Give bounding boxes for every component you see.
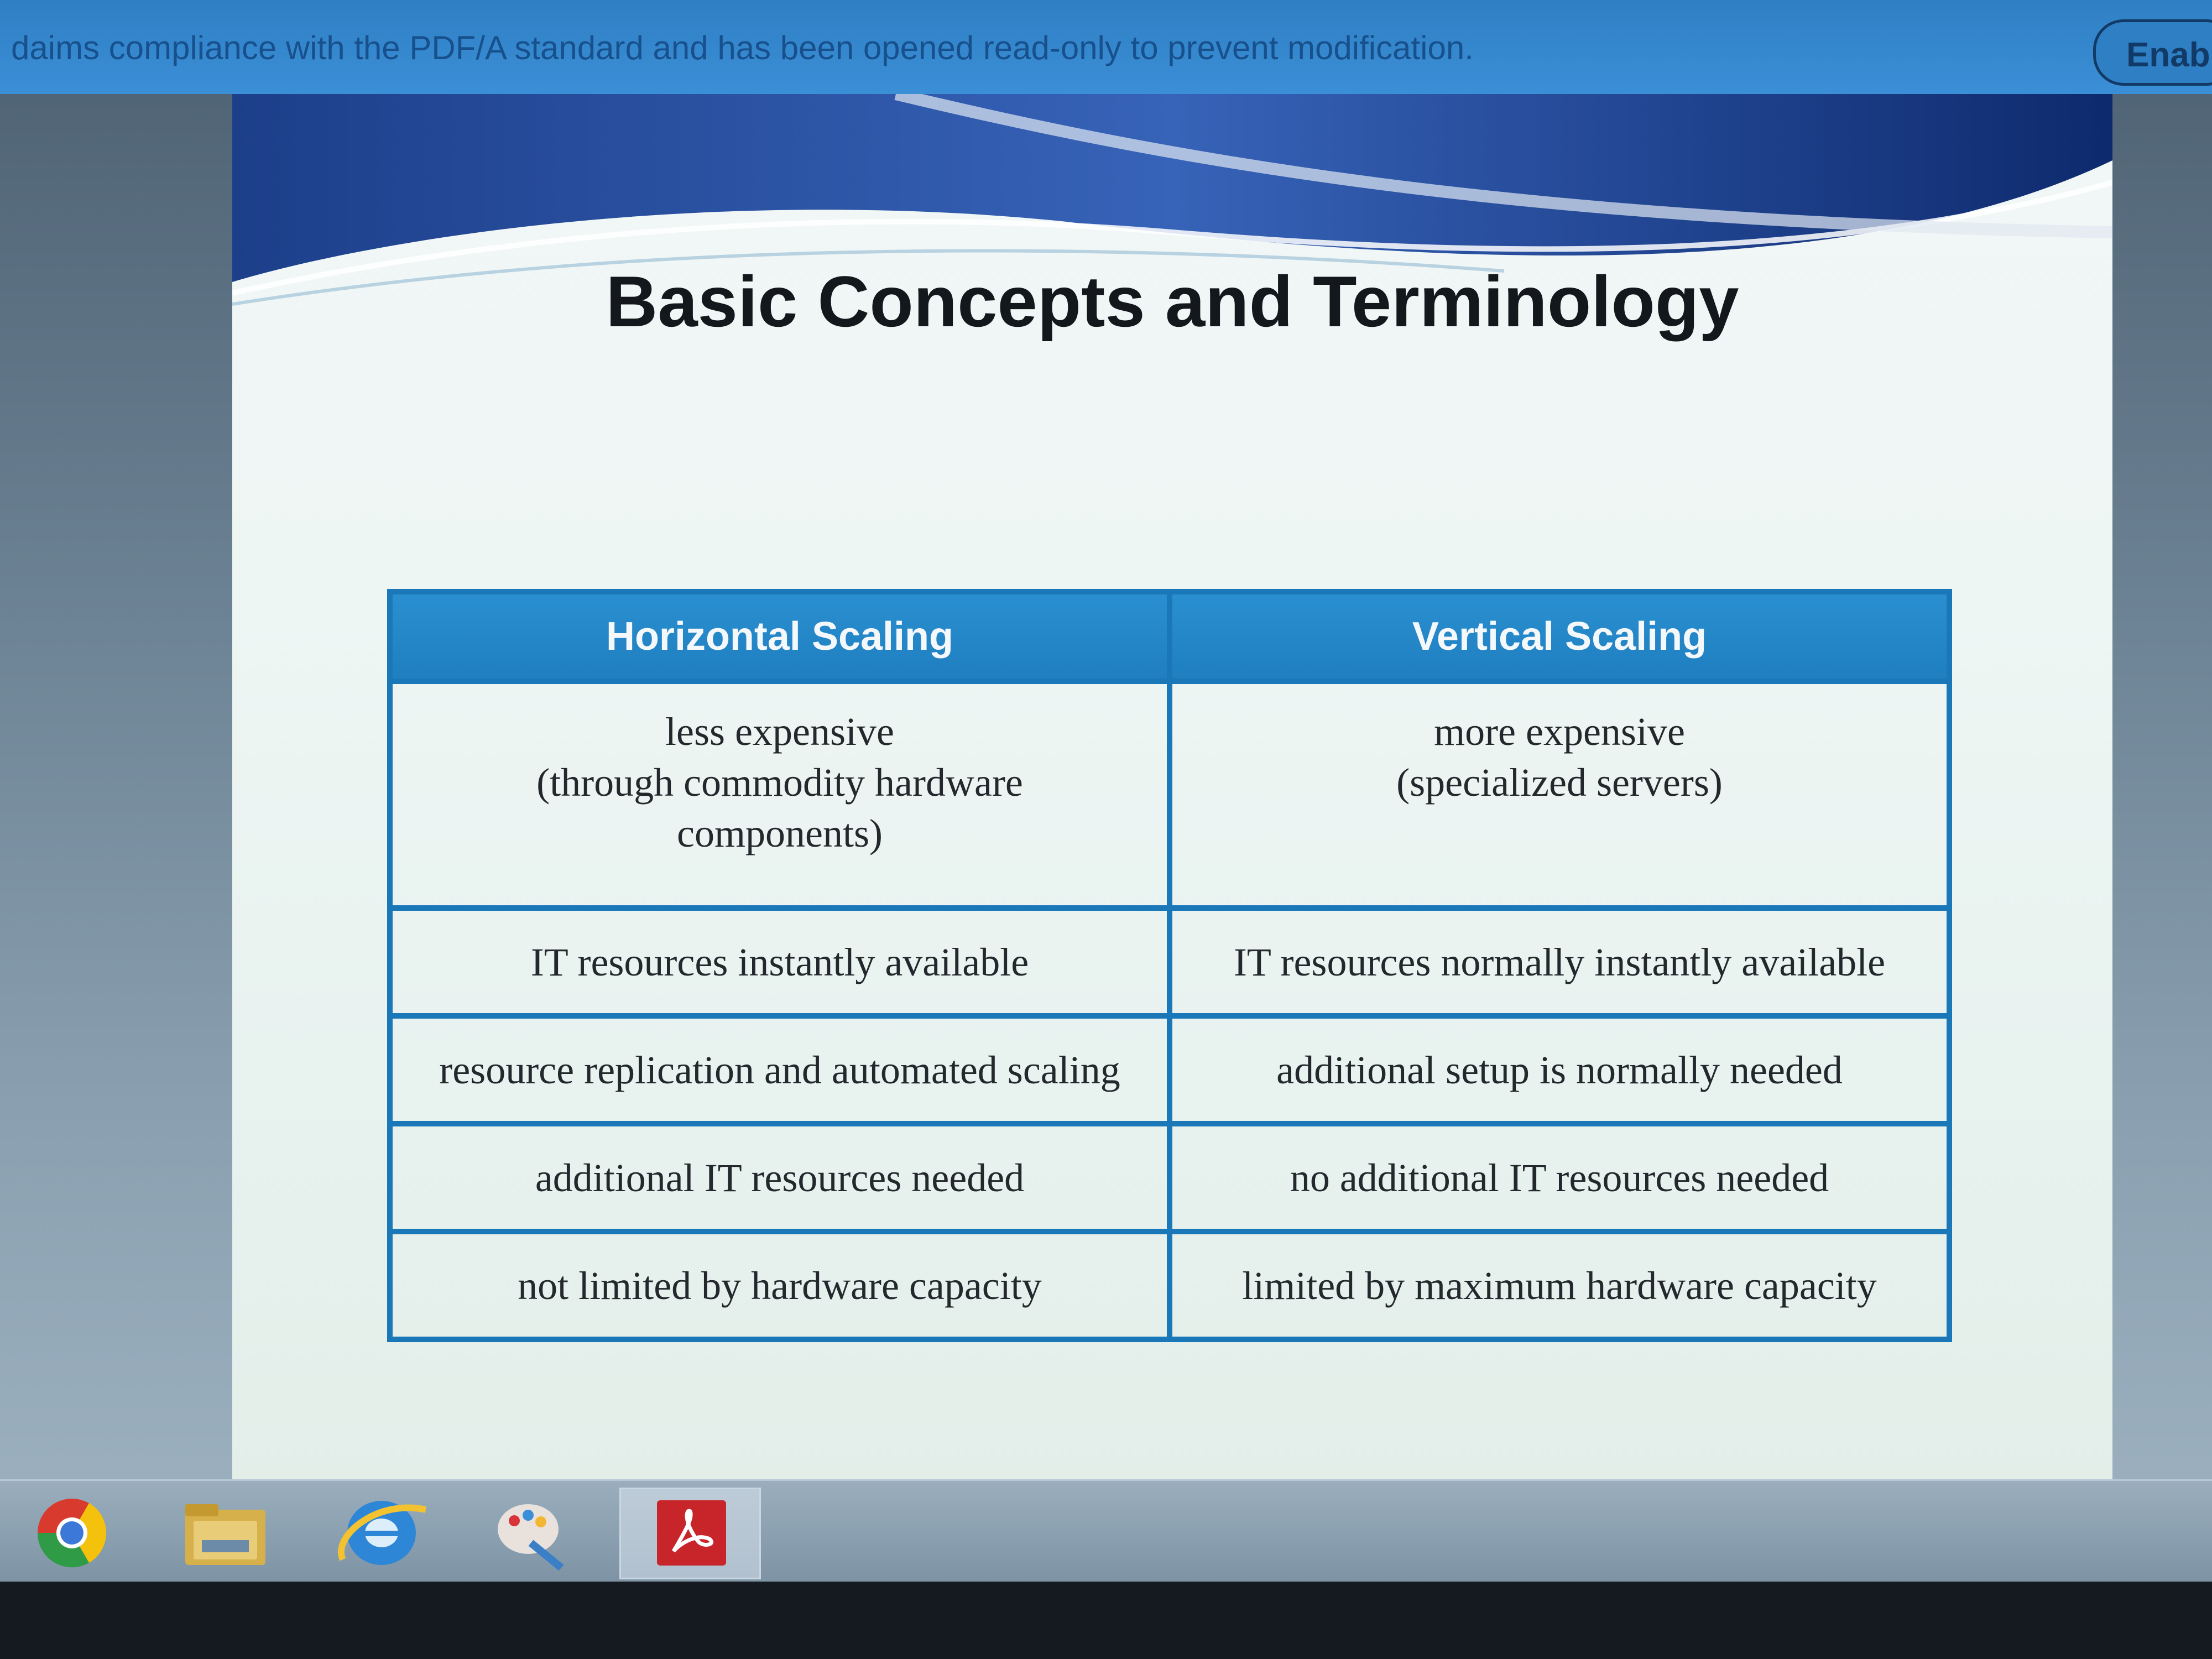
table-cell-horizontal: additional IT resources needed <box>387 1121 1172 1234</box>
enable-editing-button[interactable]: Enab <box>2093 19 2212 86</box>
cell-line: (specialized servers) <box>1396 760 1723 805</box>
cell-line: (through commodity hardware <box>536 760 1023 805</box>
taskbar-file-explorer-button[interactable] <box>155 1488 293 1576</box>
table-cell-vertical: more expensive (specialized servers) <box>1167 679 1952 911</box>
table-cell-vertical: no additional IT resources needed <box>1167 1121 1952 1234</box>
scaling-comparison-table: Horizontal Scaling Vertical Scaling less… <box>387 589 1952 1342</box>
cell-line: more expensive <box>1434 709 1685 754</box>
column-header-horizontal: Horizontal Scaling <box>387 589 1172 684</box>
protected-view-message: daims compliance with the PDF/A standard… <box>11 29 1474 66</box>
cell-line: components) <box>677 811 883 855</box>
adobe-reader-icon <box>657 1500 726 1566</box>
internet-explorer-icon <box>338 1501 427 1565</box>
taskbar-internet-explorer-button[interactable] <box>310 1488 448 1576</box>
slide-title: Basic Concepts and Terminology <box>606 261 1739 342</box>
table-cell-vertical: additional setup is normally needed <box>1167 1013 1952 1126</box>
file-explorer-icon <box>185 1504 265 1565</box>
table-header-row: Horizontal Scaling Vertical Scaling <box>387 589 1952 684</box>
table-row: resource replication and automated scali… <box>387 1013 1952 1126</box>
table-cell-horizontal: not limited by hardware capacity <box>387 1229 1172 1342</box>
column-header-vertical: Vertical Scaling <box>1167 589 1952 684</box>
table-row: not limited by hardware capacity limited… <box>387 1229 1952 1342</box>
protected-view-bar: daims compliance with the PDF/A standard… <box>0 0 2212 94</box>
table-row: IT resources instantly available IT reso… <box>387 905 1952 1019</box>
monitor-screen: daims compliance with the PDF/A standard… <box>0 0 2212 1583</box>
table-cell-vertical: IT resources normally instantly availabl… <box>1167 905 1952 1019</box>
slide-header-wave <box>232 94 2112 306</box>
table-cell-vertical: limited by maximum hardware capacity <box>1167 1229 1952 1342</box>
paint-icon <box>498 1504 564 1571</box>
taskbar-paint-button[interactable] <box>465 1488 603 1576</box>
taskbar-adobe-reader-button[interactable] <box>619 1488 761 1579</box>
table-row: additional IT resources needed no additi… <box>387 1121 1952 1234</box>
cell-line: less expensive <box>665 709 894 754</box>
windows-taskbar <box>0 1479 2212 1583</box>
table-cell-horizontal: IT resources instantly available <box>387 905 1172 1019</box>
taskbar-chrome-button[interactable] <box>11 1488 149 1576</box>
chrome-icon <box>37 1499 107 1568</box>
monitor-bezel <box>0 1582 2212 1659</box>
pdf-slide: Basic Concepts and Terminology Horizonta… <box>232 94 2112 1488</box>
table-row: less expensive (through commodity hardwa… <box>387 679 1952 911</box>
table-cell-horizontal: resource replication and automated scali… <box>387 1013 1172 1126</box>
table-cell-horizontal: less expensive (through commodity hardwa… <box>387 679 1172 911</box>
